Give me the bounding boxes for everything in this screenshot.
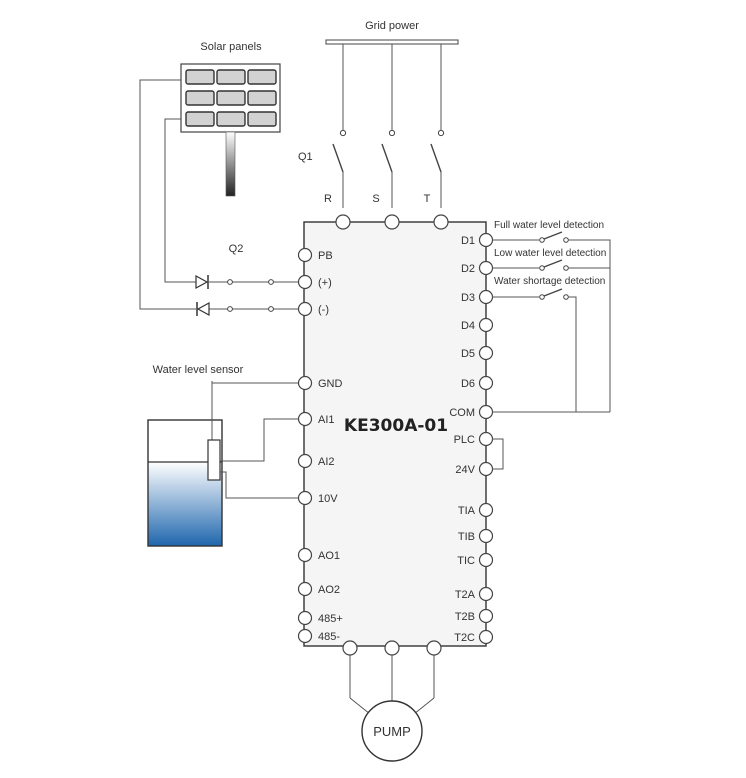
terminal-minus xyxy=(297,301,313,317)
label-plc: PLC xyxy=(454,434,475,446)
water-tank xyxy=(147,419,223,547)
label-d6: D6 xyxy=(461,378,475,390)
label-d3: D3 xyxy=(461,292,475,304)
terminal-485-minus xyxy=(297,628,313,644)
terminal-d4 xyxy=(478,317,494,333)
breaker-q1 xyxy=(332,129,445,208)
full-water-label: Full water level detection xyxy=(494,220,604,231)
label-t2c: T2C xyxy=(454,632,475,644)
solar-panels-label: Solar panels xyxy=(200,41,262,53)
terminal-ao1 xyxy=(297,547,313,563)
terminal-com xyxy=(478,404,494,420)
terminal-ai2 xyxy=(297,453,313,469)
label-485-minus: 485- xyxy=(318,631,340,643)
breaker-q2 xyxy=(227,279,274,312)
terminal-d3 xyxy=(478,289,494,305)
motor-terminals xyxy=(342,640,442,656)
label-24v: 24V xyxy=(455,464,475,476)
label-t2a: T2A xyxy=(455,589,476,601)
label-gnd: GND xyxy=(318,378,343,390)
left-terminals xyxy=(297,247,313,644)
label-minus: (-) xyxy=(318,304,329,316)
solar-panel-array xyxy=(180,63,281,133)
label-ao2: AO2 xyxy=(318,584,340,596)
low-water-label: Low water level detection xyxy=(494,248,606,259)
terminal-tic xyxy=(478,552,494,568)
q1-label: Q1 xyxy=(298,151,313,163)
terminal-plc xyxy=(478,431,494,447)
diode-positive xyxy=(195,274,209,290)
grid-feed-lines xyxy=(342,44,442,130)
solar-panel-pole xyxy=(225,131,236,197)
label-tib: TIB xyxy=(458,531,475,543)
label-pb: PB xyxy=(318,250,333,262)
terminal-s xyxy=(384,214,400,230)
grid-power-label: Grid power xyxy=(365,20,419,32)
water-shortage-switch xyxy=(492,288,577,412)
terminal-t2c xyxy=(478,629,494,645)
label-ao1: AO1 xyxy=(318,550,340,562)
q2-label: Q2 xyxy=(229,243,244,255)
pump-wiring xyxy=(349,655,435,715)
terminal-t xyxy=(433,214,449,230)
terminal-ao2 xyxy=(297,581,313,597)
label-ai1: AI1 xyxy=(318,414,335,426)
right-terminal-labels: D1 D2 D3 D4 D5 D6 COM PLC 24V TIA TIB TI… xyxy=(449,235,475,644)
label-d1: D1 xyxy=(461,235,475,247)
plc-24v-jumper xyxy=(492,438,504,470)
full-water-switch xyxy=(492,231,611,412)
label-ai2: AI2 xyxy=(318,456,335,468)
label-tia: TIA xyxy=(458,505,476,517)
terminal-24v xyxy=(478,461,494,477)
sensor-wiring xyxy=(211,381,300,499)
terminal-gnd xyxy=(297,375,313,391)
water-level-sensor-label: Water level sensor xyxy=(153,364,244,376)
right-terminals xyxy=(478,232,494,645)
phase-label-s: S xyxy=(372,193,379,205)
terminal-tib xyxy=(478,528,494,544)
terminal-tia xyxy=(478,502,494,518)
terminal-t2a xyxy=(478,586,494,602)
phase-label-r: R xyxy=(324,193,332,205)
label-d2: D2 xyxy=(461,263,475,275)
label-t2b: T2B xyxy=(455,611,475,623)
terminal-10v xyxy=(297,490,313,506)
phase-label-t: T xyxy=(424,193,431,205)
left-terminal-labels: PB (+) (-) GND AI1 AI2 10V AO1 AO2 485+ … xyxy=(318,250,343,643)
terminal-r xyxy=(335,214,351,230)
terminal-t2b xyxy=(478,608,494,624)
terminal-d6 xyxy=(478,375,494,391)
inverter-model: KE300A-01 xyxy=(344,416,448,436)
grid-busbar xyxy=(325,39,459,45)
label-10v: 10V xyxy=(318,493,338,505)
low-water-switch xyxy=(492,259,610,271)
label-d4: D4 xyxy=(461,320,475,332)
solar-dc-wiring xyxy=(139,79,300,310)
terminal-d1 xyxy=(478,232,494,248)
terminal-d5 xyxy=(478,345,494,361)
water-shortage-label: Water shortage detection xyxy=(494,276,605,287)
diode-negative xyxy=(196,301,210,317)
level-sensor-probe xyxy=(207,381,221,481)
pump-motor xyxy=(361,700,423,762)
label-485-plus: 485+ xyxy=(318,613,343,625)
terminal-ai1 xyxy=(297,411,313,427)
terminal-pb xyxy=(297,247,313,263)
label-plus: (+) xyxy=(318,277,332,289)
pump-label: PUMP xyxy=(373,724,411,739)
label-tic: TIC xyxy=(457,555,475,567)
terminal-485-plus xyxy=(297,610,313,626)
label-com: COM xyxy=(449,407,475,419)
label-d5: D5 xyxy=(461,348,475,360)
terminal-d2 xyxy=(478,260,494,276)
terminal-plus xyxy=(297,274,313,290)
